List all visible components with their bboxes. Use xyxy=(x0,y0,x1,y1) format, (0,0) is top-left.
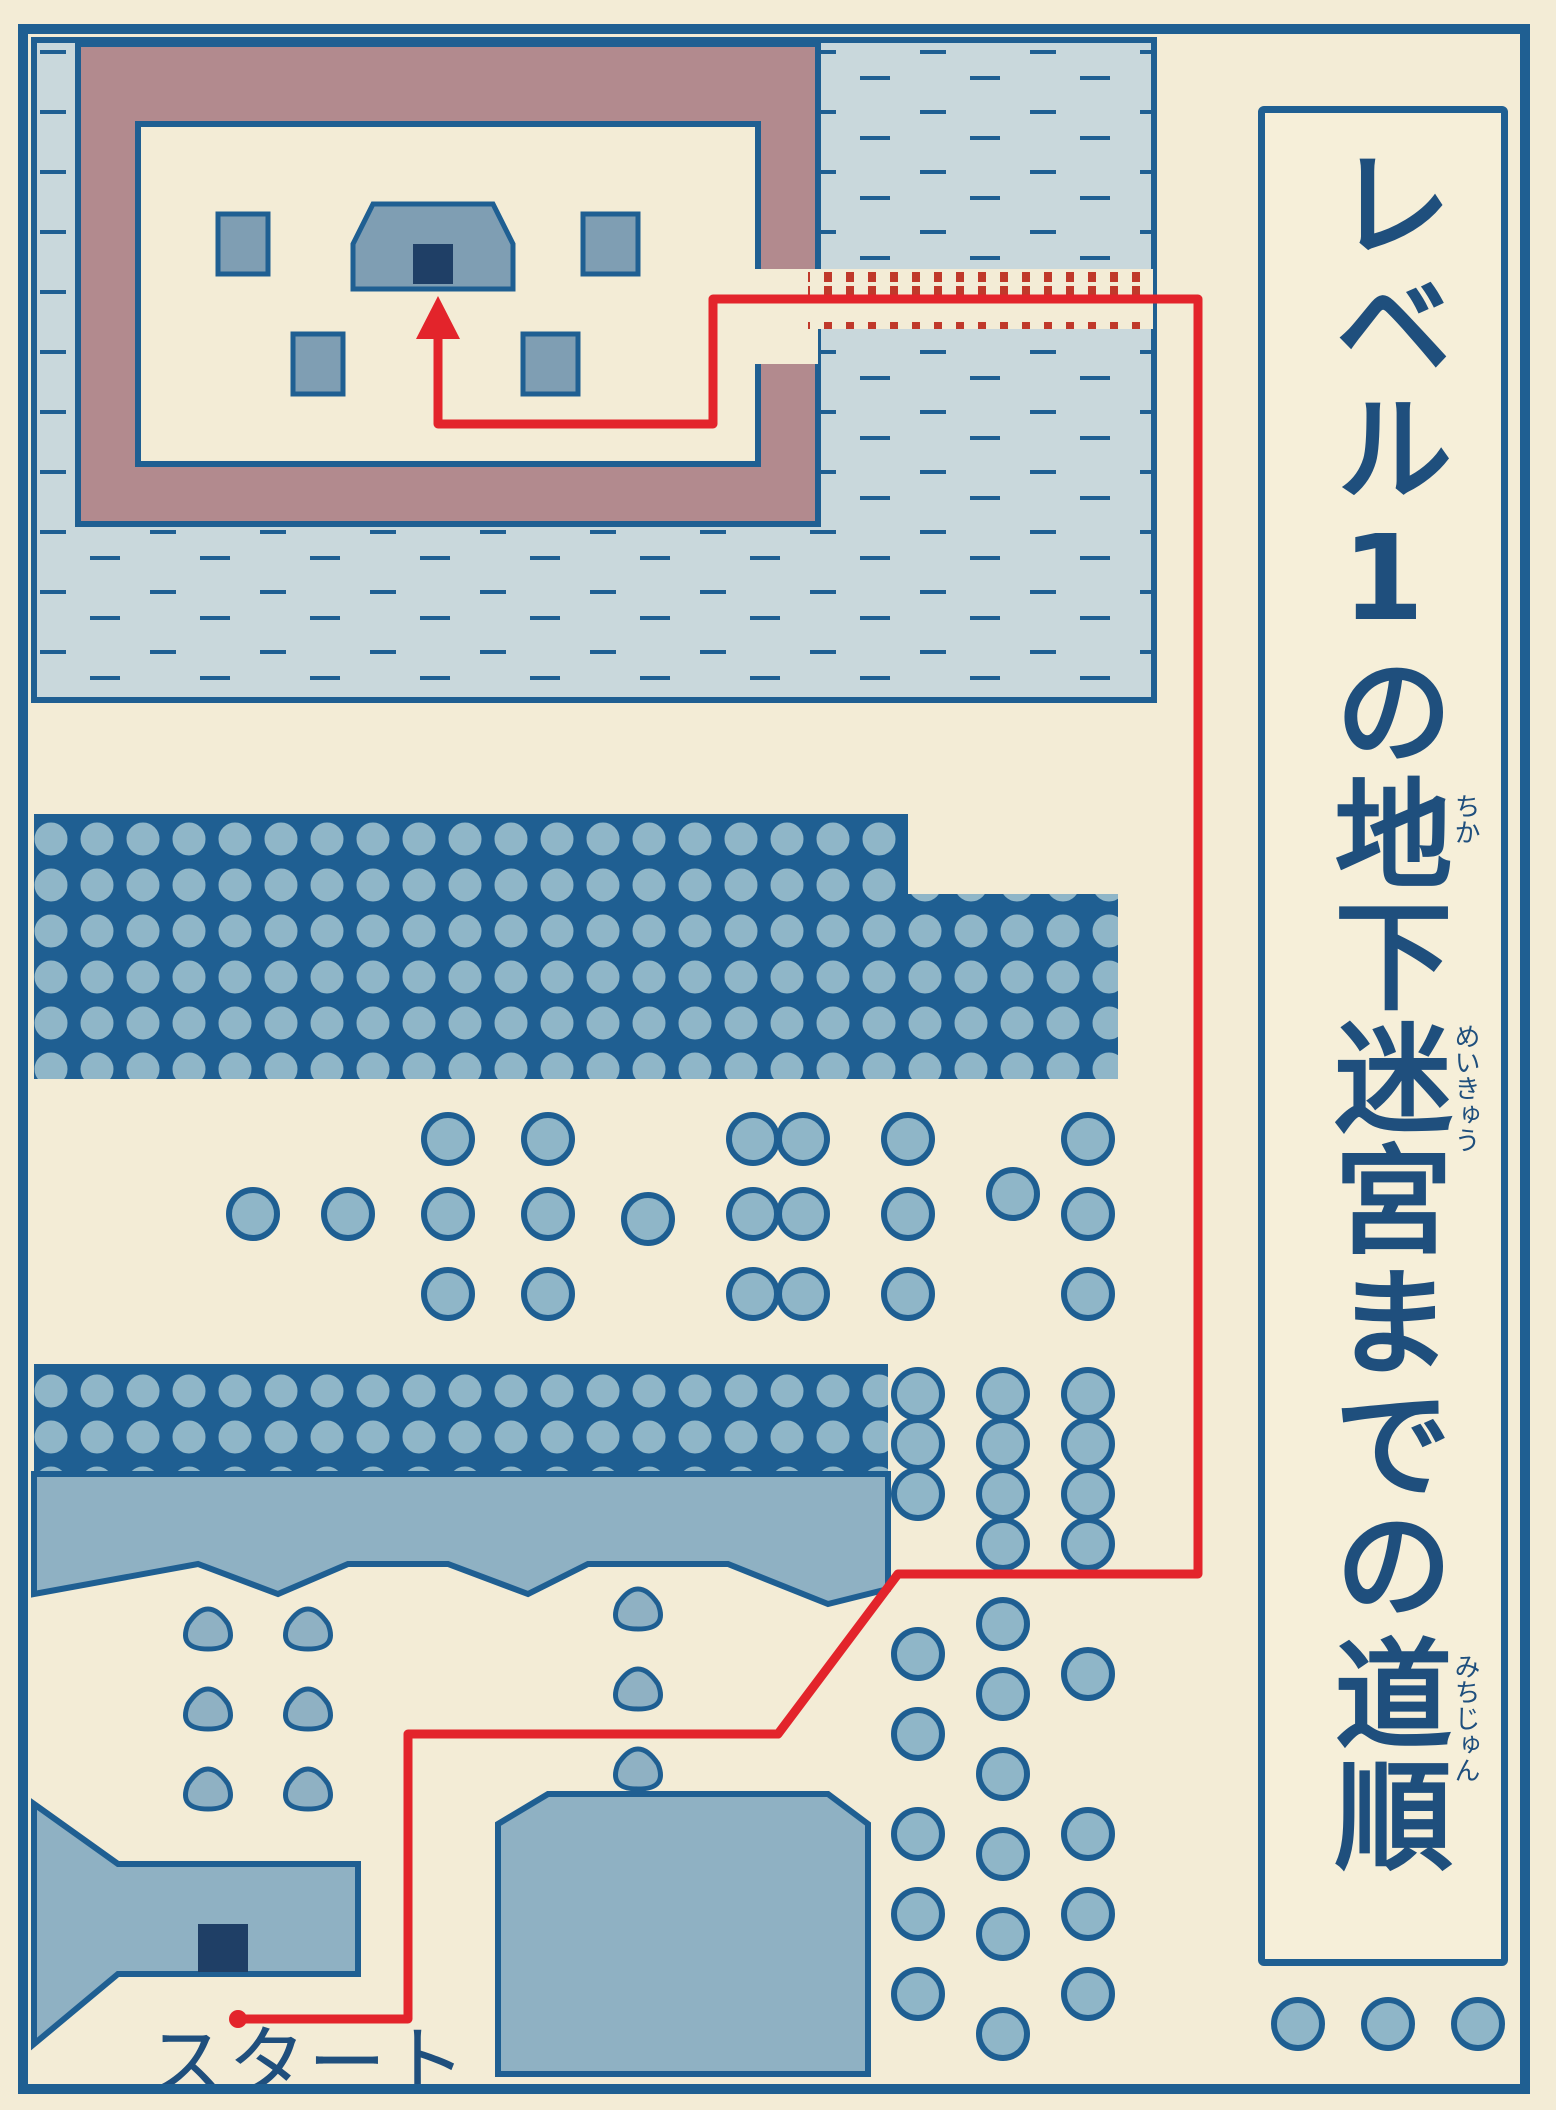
start-point xyxy=(229,2010,247,2028)
bush-icon xyxy=(283,1766,333,1812)
bush-icon xyxy=(613,1666,663,1712)
forest-band-lower xyxy=(34,1364,888,1474)
bush-icon xyxy=(283,1686,333,1732)
shallow-water-band xyxy=(31,1471,891,1608)
caption-panel: レベル1の 地下迷宮までの 道順 ちか めいきゅう みちじゅん xyxy=(1258,106,1508,1966)
map-frame: レベル1の 地下迷宮までの 道順 ちか めいきゅう みちじゅん スタート xyxy=(18,24,1530,2094)
overworld-map xyxy=(31,37,1505,2077)
caption-line-dungeon: 地下迷宮までの xyxy=(1314,773,1452,1627)
route-line xyxy=(238,294,1203,2024)
route-arrow-icon xyxy=(416,296,460,339)
start-label: スタート xyxy=(148,2019,469,2094)
statues xyxy=(215,201,641,397)
cave-icon xyxy=(198,1924,248,1972)
bush-icon xyxy=(613,1586,663,1632)
bush-icon xyxy=(613,1746,663,1792)
caption-line-route: 道順 xyxy=(1314,1633,1452,1877)
entrance-icon xyxy=(350,201,516,292)
bush-icon xyxy=(183,1686,233,1732)
pond-center xyxy=(495,1791,871,2077)
bush-cluster xyxy=(183,1586,663,1812)
ruby-chika: ちか xyxy=(1450,793,1480,845)
tree-columns-right xyxy=(891,1367,1505,2061)
bush-icon xyxy=(183,1606,233,1652)
statue-icon xyxy=(290,331,346,397)
bush-icon xyxy=(283,1606,333,1652)
statue-icon xyxy=(215,211,271,277)
statue-icon xyxy=(520,331,581,397)
statue-icon xyxy=(580,211,641,277)
caption-line-level: レベル1の xyxy=(1314,143,1452,773)
dungeon-island xyxy=(75,41,821,527)
ruby-meikyuu: めいきゅう xyxy=(1450,1023,1480,1153)
tree-cluster-middle xyxy=(226,1112,1115,1321)
forest-band-upper xyxy=(34,814,1118,1079)
pond-left xyxy=(31,1798,361,2051)
bush-icon xyxy=(183,1766,233,1812)
ruby-michijun: みちじゅん xyxy=(1450,1653,1480,1783)
